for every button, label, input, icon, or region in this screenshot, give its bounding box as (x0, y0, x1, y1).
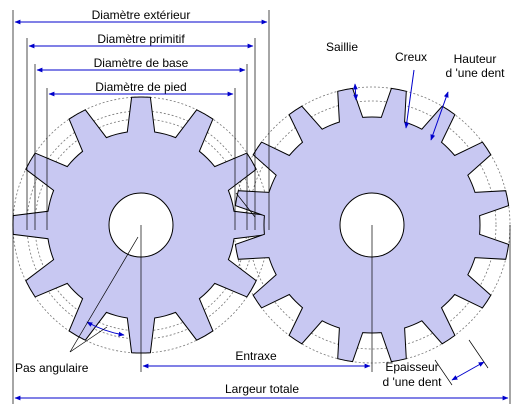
extension-lines (12, 10, 511, 404)
angular-pitch-label: Pas angulaire (15, 361, 89, 375)
addendum-label: Saillie (326, 40, 358, 54)
outer-diameter-label: Diamètre extérieur (92, 8, 191, 22)
tooth-thickness-label-1: Epaisseur (385, 360, 438, 374)
tooth-height-dimension (430, 91, 449, 141)
base-diameter-label: Diamètre de base (94, 56, 189, 70)
dimension-lines (14, 19, 509, 401)
pitch-diameter-label: Diamètre primitif (97, 32, 185, 46)
tooth-thickness-dimension (451, 361, 485, 381)
root-diameter-label: Diamètre de pied (95, 80, 186, 94)
overall-width-label: Largeur totale (225, 382, 299, 396)
tooth-height-label-2: d 'une dent (445, 66, 505, 80)
dedendum-pointer (404, 69, 415, 129)
addendum-dimension (352, 83, 359, 101)
tooth-thickness-label-2: d 'une dent (382, 375, 442, 389)
dedendum-label: Creux (395, 50, 427, 64)
leader-lines (69, 192, 256, 353)
center-distance-label: Entraxe (235, 349, 277, 363)
angular-pitch-arc (86, 321, 125, 337)
tooth-height-label-1: Hauteur (454, 52, 497, 66)
